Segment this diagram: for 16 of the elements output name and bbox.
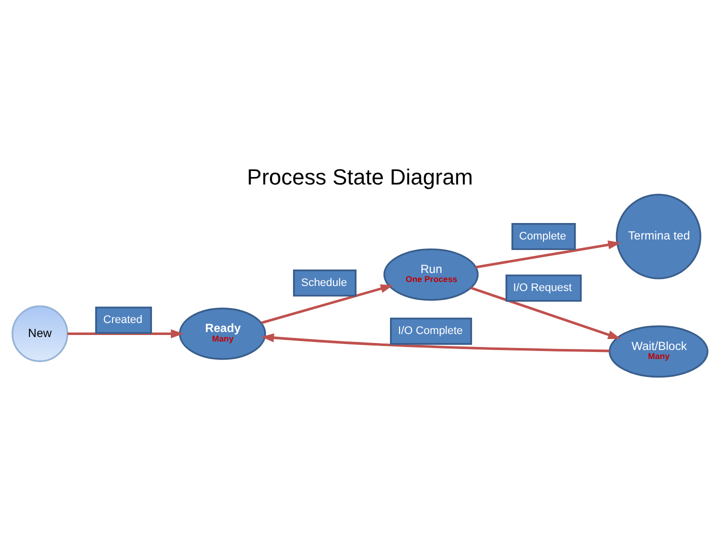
arrow [470, 286, 621, 340]
node-ellipse: Wait/Block Many [608, 325, 708, 378]
edge-label: Complete [519, 230, 566, 242]
edge-label: Created [103, 314, 142, 326]
arrow [67, 329, 184, 338]
edge-label: I/O Request [513, 282, 572, 294]
edge-label: Schedule [301, 276, 347, 289]
arrow [261, 333, 610, 352]
node-circle: Termina ted [616, 194, 702, 280]
diagram-title: Process State Diagram [247, 164, 473, 190]
edge-label: I/O Complete [398, 325, 463, 338]
node-circle: New [12, 305, 68, 362]
node-ellipse: Run One Process [383, 248, 479, 301]
arrow [260, 284, 394, 324]
node-ellipse: Ready Many [178, 308, 266, 360]
arrow [475, 240, 621, 268]
